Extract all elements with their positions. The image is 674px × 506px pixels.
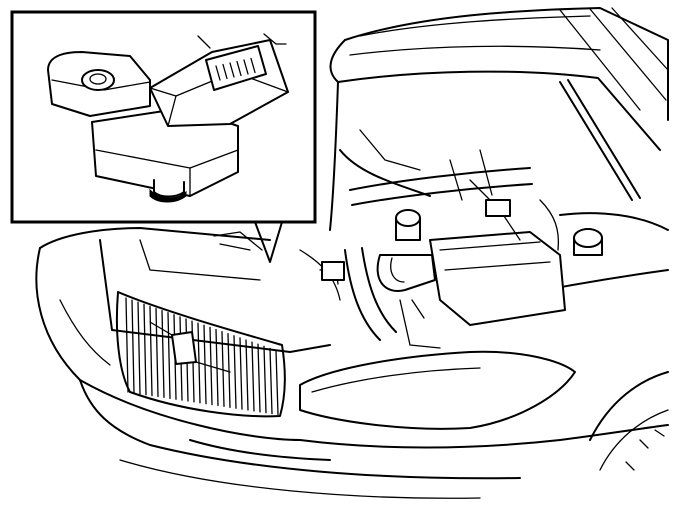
grille-bar xyxy=(149,305,153,397)
grille-bar xyxy=(245,339,249,411)
grille-bar xyxy=(251,341,255,412)
grille-bar xyxy=(221,330,225,408)
grille-bar xyxy=(143,303,147,396)
car-body xyxy=(35,81,669,499)
connector-pin xyxy=(222,63,228,80)
grille-bar xyxy=(239,337,243,410)
grille-bar xyxy=(275,349,279,416)
grille-bar xyxy=(227,333,231,408)
connector-pin xyxy=(250,57,256,74)
raised-hood xyxy=(329,7,669,201)
grille-bar xyxy=(125,297,129,393)
connector-pin xyxy=(243,59,249,75)
connector-pin xyxy=(236,60,242,77)
grille-bar xyxy=(257,343,261,413)
grille-bar xyxy=(137,301,141,395)
inset-callout xyxy=(254,221,283,263)
grille-bar xyxy=(167,312,171,399)
grille-bar xyxy=(131,299,135,394)
sensor-detail xyxy=(47,33,289,203)
front-grille xyxy=(115,291,286,418)
grille-bar xyxy=(233,335,237,409)
engine-bay xyxy=(213,129,603,349)
grille-bar xyxy=(269,347,273,415)
grille-bar xyxy=(263,345,267,414)
connector-pin xyxy=(215,65,221,81)
grille-bar xyxy=(155,307,159,398)
connector-pin xyxy=(229,62,235,78)
grille-bar xyxy=(161,309,165,399)
